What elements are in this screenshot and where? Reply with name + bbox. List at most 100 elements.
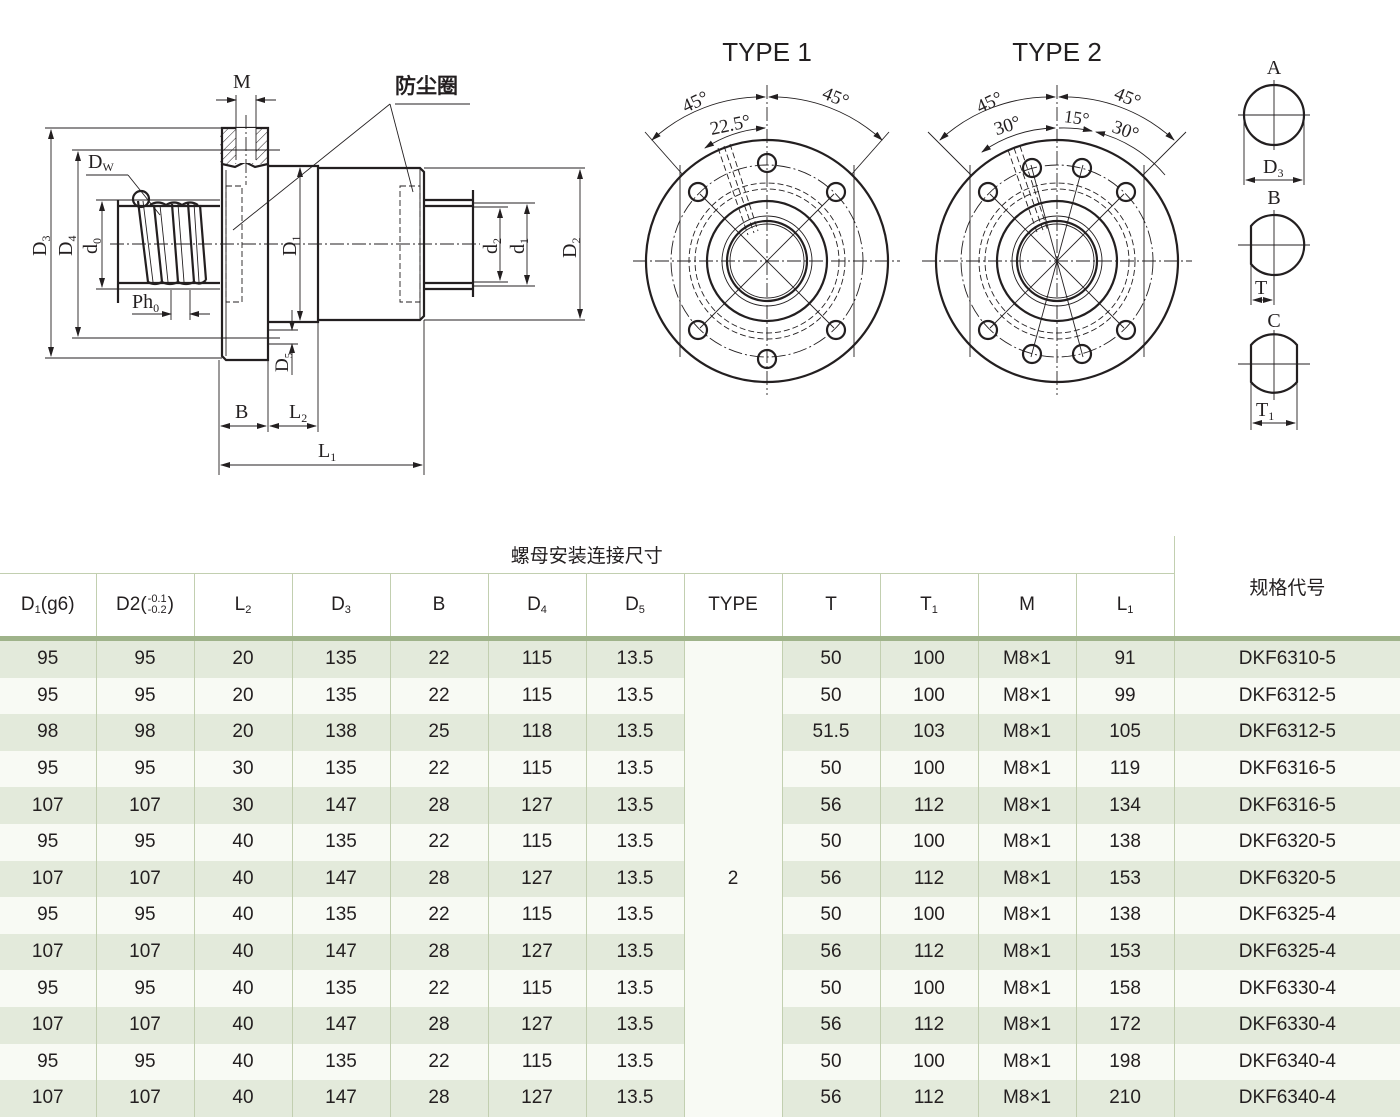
- type2-angle-inner-mid: 15°: [1063, 106, 1091, 129]
- cell-d3: 135: [291, 970, 391, 1007]
- bolt-holes: [977, 157, 1137, 365]
- cell-b: 28: [389, 787, 489, 824]
- cell-d1: 95: [0, 897, 97, 934]
- cell-d3: 147: [291, 1006, 391, 1044]
- seal-circle: [721, 215, 813, 307]
- bolt-hole-icon: [977, 319, 999, 341]
- type1-title: TYPE 1: [722, 37, 812, 67]
- dust-seal-label: 防尘圈: [395, 74, 458, 98]
- cell-d3: 135: [291, 638, 391, 678]
- cell-l1: 158: [1075, 970, 1175, 1007]
- body-section-2: [318, 166, 426, 322]
- cell-t1: 112: [879, 1006, 979, 1044]
- cell-d5: 13.5: [585, 897, 685, 934]
- shape-C-dim: T1: [1256, 399, 1274, 423]
- cell-m: M8×1: [977, 750, 1077, 788]
- label-D3: D3: [29, 236, 53, 256]
- cell-t1: 100: [879, 823, 979, 861]
- cell-b: 28: [389, 1006, 489, 1044]
- cell-d2: 95: [95, 897, 195, 934]
- body-circle: [705, 199, 829, 323]
- shape-B-label: B: [1267, 187, 1280, 209]
- label-M: M: [233, 71, 251, 93]
- cell-t1: 103: [879, 714, 979, 751]
- cell-d1: 107: [0, 933, 97, 971]
- cell-t: 56: [781, 787, 881, 824]
- cell-d5: 13.5: [585, 970, 685, 1007]
- label-D2: D2: [559, 238, 583, 258]
- technical-drawing: 防尘圈 M D3 D4 d0 DW: [0, 0, 1400, 520]
- svg-text:D2: D2: [559, 238, 583, 258]
- leader-line: [127, 174, 161, 216]
- cell-l1: 138: [1075, 897, 1175, 934]
- cell-spec: DKF6325-4: [1173, 897, 1400, 934]
- flange-outline: [644, 138, 890, 384]
- cell-d5: 13.5: [585, 933, 685, 971]
- cell-d1: 95: [0, 677, 97, 715]
- cell-l1: 198: [1075, 1043, 1175, 1081]
- diag-line: [699, 193, 835, 329]
- seal-hidden-right: [399, 185, 421, 303]
- cell-l1: 210: [1075, 1080, 1175, 1117]
- angle-arc: [1095, 131, 1166, 176]
- cell-l2: 40: [193, 1006, 293, 1044]
- cell-l1: 105: [1075, 714, 1175, 751]
- angle-arc: [1058, 126, 1093, 132]
- cell-b: 25: [389, 714, 489, 751]
- hidden-circle: [978, 182, 1136, 340]
- cell-d4: 115: [487, 1043, 587, 1081]
- cell-b: 22: [389, 823, 489, 861]
- cell-d4: 115: [487, 897, 587, 934]
- cell-m: M8×1: [977, 638, 1077, 678]
- cell-m: M8×1: [977, 823, 1077, 861]
- cell-d2: 107: [95, 1080, 195, 1117]
- cell-d1: 107: [0, 1080, 97, 1117]
- cell-d1: 98: [0, 714, 97, 751]
- cell-d5: 13.5: [585, 638, 685, 678]
- cell-d3: 135: [291, 897, 391, 934]
- cell-spec: DKF6340-4: [1173, 1043, 1400, 1081]
- cell-t: 51.5: [781, 714, 881, 751]
- svg-text:D1: D1: [279, 236, 303, 256]
- cell-type: 2: [683, 638, 783, 1117]
- cell-spec: DKF6310-5: [1173, 638, 1400, 678]
- bolt-hole-icon: [756, 348, 778, 370]
- cell-l1: 153: [1075, 933, 1175, 971]
- angle-ref-line: [1142, 131, 1187, 176]
- angle-arc: [981, 125, 1056, 153]
- angle-ref-line: [850, 131, 890, 176]
- cell-d2: 98: [95, 714, 195, 751]
- cell-d3: 147: [291, 787, 391, 824]
- header-D2: D2(-0.1-0.2): [95, 573, 195, 639]
- angle-arc: [704, 125, 766, 149]
- cell-m: M8×1: [977, 787, 1077, 824]
- cell-l2: 30: [193, 787, 293, 824]
- body-circle: [995, 199, 1119, 323]
- angle-ref-line: [927, 131, 972, 176]
- cell-d4: 127: [487, 787, 587, 824]
- cell-t1: 112: [879, 933, 979, 971]
- cell-d4: 115: [487, 823, 587, 861]
- cell-d5: 13.5: [585, 1006, 685, 1044]
- table-header: 螺母安装连接尺寸 规格代号 D1(g6) D2(-0.1-0.2) L2 D3 …: [0, 536, 1400, 639]
- cell-d5: 13.5: [585, 823, 685, 861]
- ball-icon: [131, 189, 151, 209]
- type2-angle-left: 45°: [973, 88, 1006, 118]
- cell-d1: 107: [0, 1006, 97, 1044]
- type1-angle-right: 45°: [819, 83, 852, 112]
- cell-d1: 95: [0, 638, 97, 678]
- cell-t: 50: [781, 897, 881, 934]
- cell-d5: 13.5: [585, 750, 685, 788]
- cell-l2: 30: [193, 750, 293, 788]
- cell-d2: 95: [95, 677, 195, 715]
- cell-b: 22: [389, 677, 489, 715]
- shape-A-label: A: [1267, 57, 1282, 79]
- header-T: T: [781, 573, 881, 639]
